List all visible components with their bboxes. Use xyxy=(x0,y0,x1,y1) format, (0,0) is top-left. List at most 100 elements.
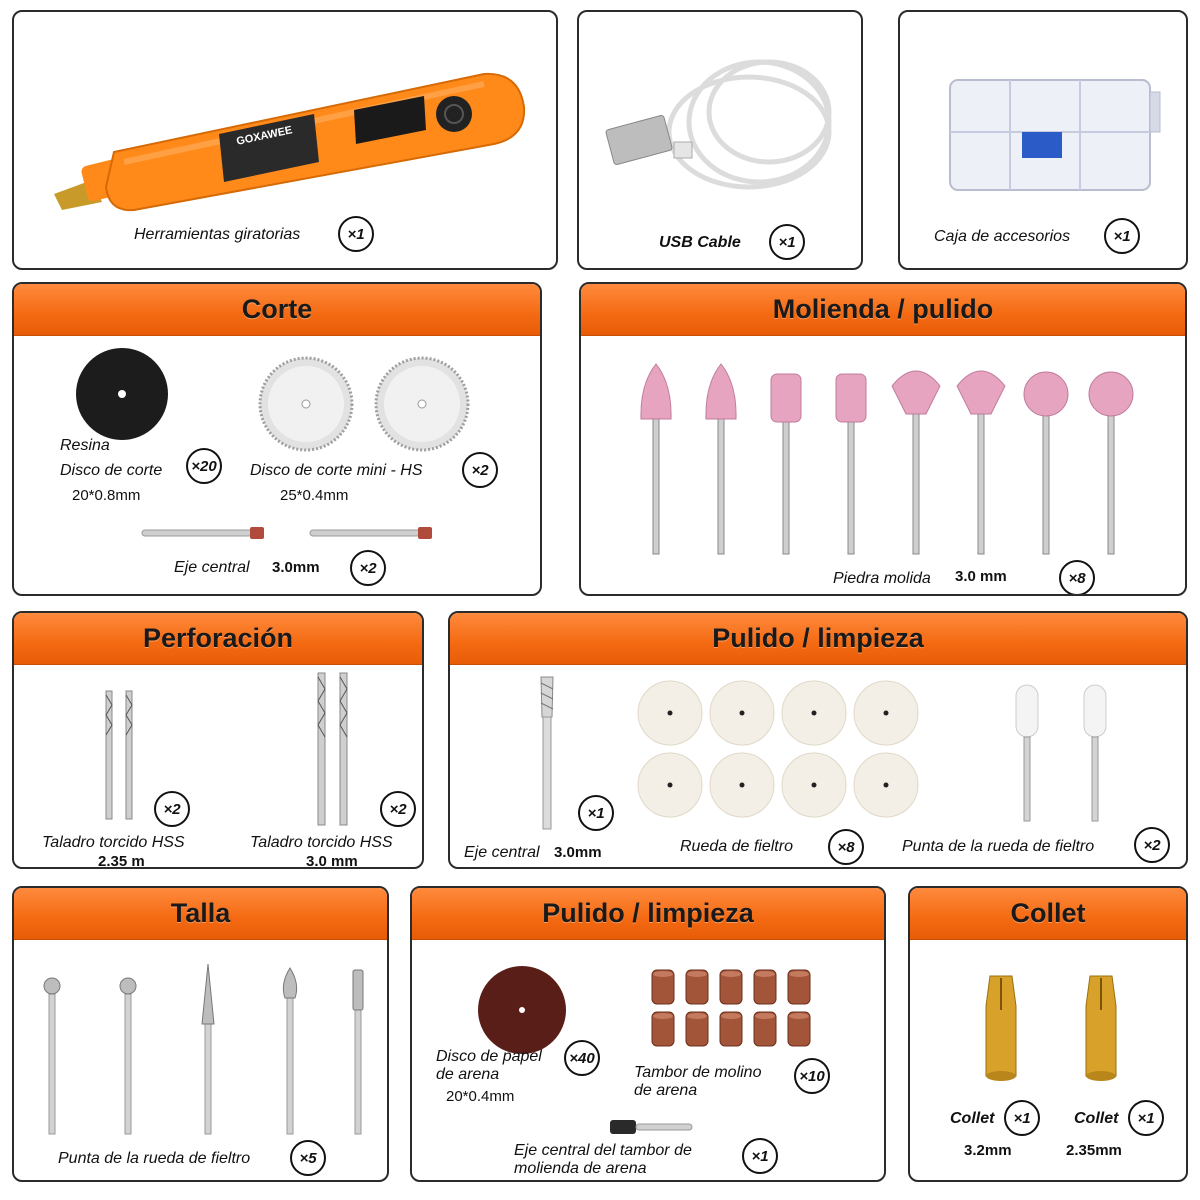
carving-bit-1 xyxy=(43,977,61,1135)
carving-bit-3 xyxy=(201,963,215,1135)
grinding-stone-dim: 3.0 mm xyxy=(955,568,1007,585)
felt-wheel-4 xyxy=(853,680,919,746)
carving-bit-5 xyxy=(352,969,364,1135)
rotary-tool-image xyxy=(54,72,526,212)
sanding-drum-3 xyxy=(719,969,743,1005)
perforacion-panel: Perforación ×2 ×2 Taladro torcido HSS 2.… xyxy=(12,611,424,869)
molienda-panel: Molienda / pulido Piedra molida 3.0 mm ×… xyxy=(579,282,1187,596)
sanding-drum-6 xyxy=(651,1011,675,1047)
sanding-drum-2 xyxy=(685,969,709,1005)
drill1-qty-badge: ×2 xyxy=(154,791,190,827)
collet-2-qty-badge: ×1 xyxy=(1128,1100,1164,1136)
pulido-1-title: Pulido / limpieza xyxy=(450,613,1186,665)
usb-cable-qty-badge: ×1 xyxy=(769,224,805,260)
felt-wheel-1 xyxy=(637,680,703,746)
polish-mandrel-image xyxy=(540,676,554,830)
felt-wheel-5 xyxy=(637,752,703,818)
felt-tips-image xyxy=(1015,684,1107,822)
mandrel-label: Eje central xyxy=(174,559,250,576)
felt-wheels-image xyxy=(637,680,919,818)
polish-mandrel-label: Eje central xyxy=(464,844,540,861)
sanding-paper-qty-badge: ×40 xyxy=(564,1040,600,1076)
collet-1-image xyxy=(985,975,1017,1081)
sanding-drum-8 xyxy=(719,1011,743,1047)
drum-mandrel-qty-badge: ×1 xyxy=(742,1138,778,1174)
rotary-tool-panel: GOXAWEE Herramientas giratorias ×1 xyxy=(12,10,558,270)
mini-disc-dim: 25*0.4mm xyxy=(280,487,349,504)
carving-bit-label: Punta de la rueda de fieltro xyxy=(58,1150,251,1167)
collet-1-label: Collet xyxy=(950,1110,995,1127)
sanding-drum-7 xyxy=(685,1011,709,1047)
drum-mandrel-image xyxy=(610,1120,693,1134)
drum-mandrel-label-line1: Eje central del tambor de xyxy=(514,1142,692,1159)
carving-bit-2 xyxy=(119,977,137,1135)
mandrel-2-image xyxy=(309,527,432,539)
grinding-stone-6 xyxy=(956,370,1006,555)
collet-title: Collet xyxy=(910,888,1186,940)
drill-bits-30-image xyxy=(317,672,348,826)
collet-2-image xyxy=(1085,975,1117,1081)
corte-panel: Corte Resina Disco de corte ×20 20*0.8mm… xyxy=(12,282,542,596)
carving-bit-qty-badge: ×5 xyxy=(290,1140,326,1176)
resin-label-line2: Disco de corte xyxy=(60,462,163,479)
mandrel-1-image xyxy=(141,527,264,539)
accessory-box-panel: Caja de accesorios ×1 xyxy=(898,10,1188,270)
resin-dim: 20*0.8mm xyxy=(72,487,141,504)
grinding-stone-7 xyxy=(1023,371,1069,555)
felt-wheel-3 xyxy=(781,680,847,746)
collet-2-dim: 2.35mm xyxy=(1066,1142,1122,1159)
felt-wheel-qty-badge: ×8 xyxy=(828,829,864,865)
grinding-stone-8 xyxy=(1088,371,1134,555)
mandrel-qty-badge: ×2 xyxy=(350,550,386,586)
drill-bits-235-image xyxy=(105,690,133,820)
sanding-drum-10 xyxy=(787,1011,811,1047)
mini-disc-qty-badge: ×2 xyxy=(462,452,498,488)
felt-wheel-2 xyxy=(709,680,775,746)
usb-cable-image xyxy=(605,59,832,190)
sanding-drum-label-line2: de arena xyxy=(634,1082,698,1099)
drill2-label: Taladro torcido HSS xyxy=(250,834,393,851)
talla-title: Talla xyxy=(14,888,387,940)
rotary-tool-label: Herramientas giratorias xyxy=(134,226,301,243)
sanding-drum-9 xyxy=(753,1011,777,1047)
resin-disc-image xyxy=(76,348,168,440)
carving-bits-image xyxy=(43,963,364,1135)
mini-disc-label: Disco de corte mini - HS xyxy=(250,462,423,479)
grinding-stone-label: Piedra molida xyxy=(833,570,931,587)
sanding-drum-label-line1: Tambor de molino xyxy=(634,1064,762,1081)
sanding-drums-image xyxy=(651,969,811,1047)
grinding-stone-5 xyxy=(891,370,941,555)
grinding-stone-1 xyxy=(640,363,672,555)
collet-panel: Collet Collet ×1 3.2mm Collet ×1 2.35mm xyxy=(908,886,1188,1182)
felt-wheel-6 xyxy=(709,752,775,818)
usb-cable-panel: USB Cable ×1 xyxy=(577,10,863,270)
felt-tip-qty-badge: ×2 xyxy=(1134,827,1170,863)
felt-wheel-7 xyxy=(781,752,847,818)
perforacion-title: Perforación xyxy=(14,613,422,665)
felt-wheel-8 xyxy=(853,752,919,818)
collet-2-label: Collet xyxy=(1074,1110,1119,1127)
sanding-drum-5 xyxy=(787,969,811,1005)
sanding-paper-label-line2: de arena xyxy=(436,1066,500,1083)
sanding-paper-disc-image xyxy=(478,966,566,1054)
pulido-limpieza-panel-1: Pulido / limpieza ×1 Eje central 3.0mm R… xyxy=(448,611,1188,869)
sanding-drum-1 xyxy=(651,969,675,1005)
carving-bit-4 xyxy=(282,967,298,1135)
drill1-dim: 2.35 m xyxy=(98,853,145,869)
accessory-box-label: Caja de accesorios xyxy=(934,228,1071,245)
collet-1-dim: 3.2mm xyxy=(964,1142,1012,1159)
sanding-drum-qty-badge: ×10 xyxy=(794,1058,830,1094)
grinding-stone-qty-badge: ×8 xyxy=(1059,560,1095,594)
drill2-qty-badge: ×2 xyxy=(380,791,416,827)
mandrel-dim: 3.0mm xyxy=(272,559,320,576)
grinding-stones-image xyxy=(640,363,1134,555)
talla-panel: Talla Punta de la rueda de fieltro ×5 xyxy=(12,886,389,1182)
sanding-drum-4 xyxy=(753,969,777,1005)
polish-mandrel-qty-badge: ×1 xyxy=(578,795,614,831)
rotary-tool-qty-badge: ×1 xyxy=(338,216,374,252)
molienda-title: Molienda / pulido xyxy=(581,284,1185,336)
corte-title: Corte xyxy=(14,284,540,336)
pulido-2-title: Pulido / limpieza xyxy=(412,888,884,940)
felt-wheel-label: Rueda de fieltro xyxy=(680,838,793,855)
grinding-stone-2 xyxy=(705,363,737,555)
